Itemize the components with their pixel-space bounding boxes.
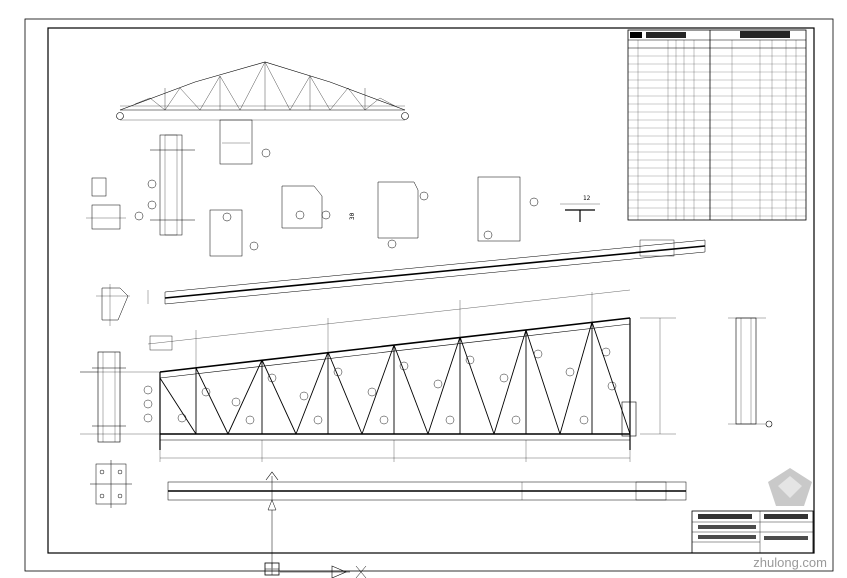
part-callout-bubble (143, 413, 153, 423)
material-schedule-tables (627, 29, 807, 221)
main-truss-elevation (80, 289, 676, 462)
base-plate-detail (90, 460, 132, 508)
part-callout-bubble (177, 413, 187, 423)
joint-details-row (86, 119, 600, 257)
title-block (691, 510, 814, 554)
outer-frame (24, 18, 834, 572)
part-callout-bubble (245, 415, 255, 425)
part-callout-bubble (201, 387, 211, 397)
part-callout-bubble (607, 381, 617, 391)
part-callout-bubble (601, 347, 611, 357)
part-callout-bubble (511, 415, 521, 425)
left-gusset-detail (96, 284, 130, 326)
part-callout-bubble (399, 361, 409, 371)
left-end-column-detail (80, 351, 126, 443)
section-label-30: 30 (349, 212, 356, 220)
part-callout-bubble (465, 355, 475, 365)
part-callout-bubble (333, 367, 343, 377)
part-callout-bubble (499, 373, 509, 383)
part-callout-bubble (579, 415, 589, 425)
part-callout-bubble (299, 391, 309, 401)
long-member-strip-lower (167, 471, 687, 578)
part-callout-bubble (533, 349, 543, 359)
overview-truss-elevation (116, 61, 409, 121)
inner-frame (47, 27, 815, 554)
part-callout-bubble (445, 415, 455, 425)
part-callout-bubble (313, 415, 323, 425)
part-callout-bubble (267, 373, 277, 383)
part-callout-bubble (379, 415, 389, 425)
part-callout-bubble (143, 385, 153, 395)
part-callout-bubble (231, 397, 241, 407)
part-callout-bubble (143, 399, 153, 409)
part-callout-bubble (565, 367, 575, 377)
watermark-text: zhulong.com (753, 555, 827, 570)
part-callout-bubble (433, 379, 443, 389)
part-callout-bubble (367, 387, 377, 397)
watermark-logo-icon (768, 468, 812, 506)
right-end-column-detail (728, 317, 773, 428)
long-member-strip-upper (147, 239, 706, 305)
section-label-12: 12 (583, 195, 591, 202)
